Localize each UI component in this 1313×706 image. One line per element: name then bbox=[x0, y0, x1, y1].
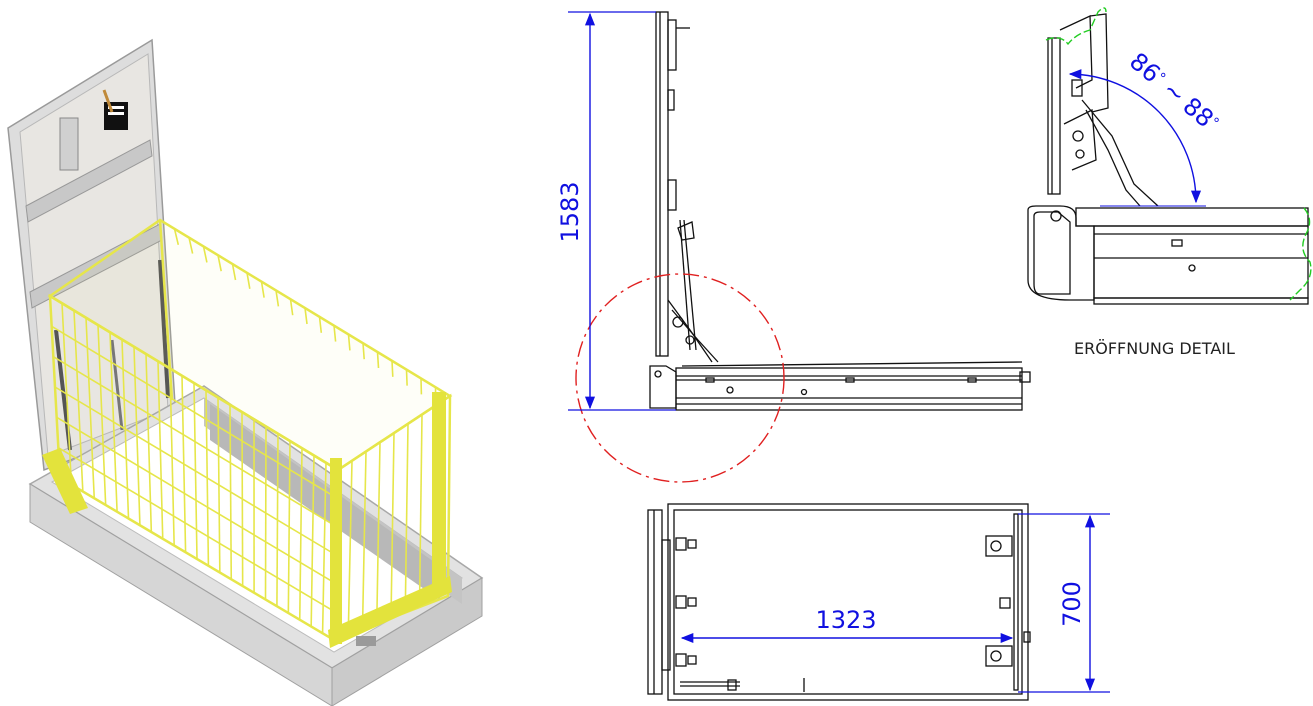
railing-bar bbox=[304, 307, 308, 325]
railing-bar bbox=[275, 290, 280, 307]
railing-bar bbox=[231, 263, 237, 281]
break-line bbox=[1045, 7, 1107, 46]
width-dimension: 700 bbox=[1018, 513, 1110, 693]
angle-dimension-label: 86°~88° bbox=[1124, 47, 1224, 137]
railing-bar bbox=[246, 272, 251, 289]
railing-bar bbox=[361, 451, 367, 630]
railing-bar bbox=[347, 460, 353, 635]
hinge-bracket bbox=[687, 597, 697, 607]
railing-bar bbox=[390, 432, 395, 619]
hinge-bracket bbox=[675, 537, 687, 551]
railing-bar bbox=[347, 334, 351, 351]
railing-bar bbox=[188, 237, 194, 254]
length-dimension-label: 1323 bbox=[815, 606, 876, 634]
railing-bar bbox=[57, 446, 336, 613]
railing-bar bbox=[404, 423, 409, 613]
railing-post bbox=[432, 392, 446, 594]
railing-bar bbox=[56, 416, 336, 585]
railing-bar bbox=[217, 255, 222, 272]
detail-caption: ERÖFFNUNG DETAIL bbox=[1074, 339, 1235, 358]
plan-view bbox=[647, 503, 1031, 701]
railing-bar bbox=[376, 351, 380, 369]
railing-bar bbox=[318, 316, 323, 333]
railing-bar bbox=[289, 299, 294, 316]
railing-bar bbox=[54, 386, 337, 556]
railing-bar bbox=[405, 369, 408, 386]
side-elevation bbox=[649, 11, 1031, 411]
railing-bar bbox=[202, 246, 208, 263]
hinge-bracket bbox=[675, 653, 687, 667]
railing-bar bbox=[52, 355, 338, 528]
railing-bar bbox=[418, 414, 423, 608]
railing-bar bbox=[333, 325, 337, 342]
lid-latch bbox=[59, 117, 79, 171]
railing-bar bbox=[375, 442, 381, 624]
railing-bar bbox=[362, 343, 365, 360]
hinge-bracket bbox=[687, 655, 697, 665]
isometric-render bbox=[7, 38, 484, 706]
railing-bar bbox=[260, 281, 265, 298]
break-line bbox=[1289, 207, 1312, 301]
width-dimension-label: 700 bbox=[1058, 581, 1086, 627]
hinge-bracket bbox=[687, 539, 697, 549]
railing-bar bbox=[173, 228, 180, 245]
detail-circle bbox=[575, 273, 785, 483]
hinge-bracket bbox=[675, 595, 687, 609]
opening-detail bbox=[1027, 13, 1309, 305]
height-dimension-label: 1583 bbox=[556, 181, 584, 242]
length-dimension: 1323 bbox=[680, 606, 1014, 644]
railing-bar bbox=[391, 360, 394, 377]
height-dimension: 1583 bbox=[556, 11, 676, 411]
railing-bar bbox=[51, 325, 338, 500]
railing-post bbox=[330, 458, 342, 644]
